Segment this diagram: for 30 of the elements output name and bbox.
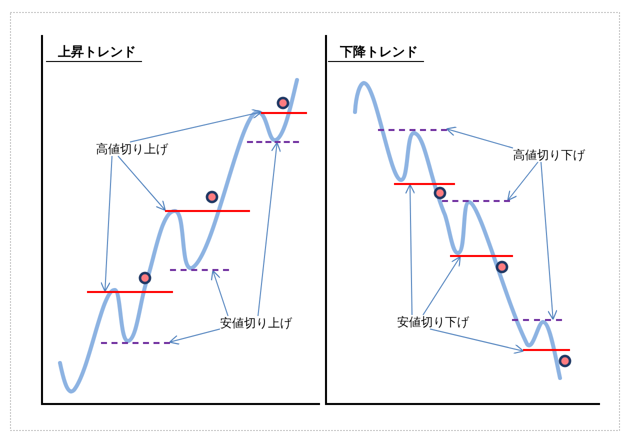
arrow	[210, 270, 228, 316]
chart-title: 上昇トレンド	[46, 45, 142, 62]
callout-label: 高値切り上げ	[96, 142, 168, 156]
support-line	[170, 269, 229, 271]
arrow	[405, 184, 416, 316]
callout-label: 安値切り上げ	[220, 316, 292, 330]
chart-title: 下降トレンド	[328, 45, 424, 62]
arrow	[540, 162, 558, 320]
arrow	[258, 142, 282, 316]
callout-label: 高値切り下げ	[513, 148, 585, 162]
support-line	[378, 129, 447, 131]
support-line	[442, 200, 510, 202]
arrow	[130, 108, 262, 142]
arrow	[118, 156, 166, 211]
arrow	[100, 156, 112, 292]
resistance-line	[394, 183, 455, 185]
resistance-line	[261, 112, 307, 114]
resistance-line	[523, 349, 570, 351]
arrow	[507, 162, 538, 201]
support-line	[247, 141, 299, 143]
support-line	[101, 342, 170, 344]
arrow	[169, 328, 220, 345]
arrow	[422, 256, 461, 316]
resistance-line	[165, 210, 250, 212]
callout-label: 安値切り下げ	[397, 315, 469, 329]
support-line	[512, 319, 562, 321]
arrow	[446, 126, 514, 148]
resistance-line	[87, 291, 173, 293]
arrow	[430, 328, 524, 354]
resistance-line	[450, 255, 513, 257]
